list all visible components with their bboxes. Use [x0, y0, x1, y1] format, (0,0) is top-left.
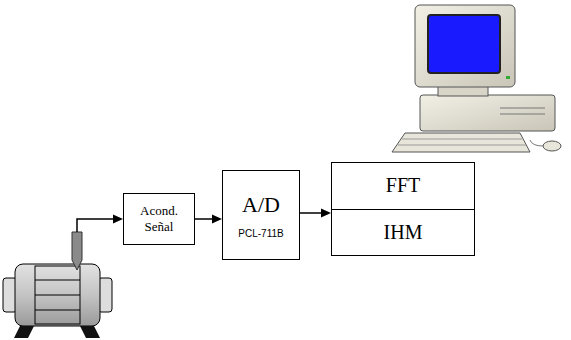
- converter-box: A/D PCL-711B: [222, 170, 300, 260]
- node-label: IHM: [332, 210, 474, 256]
- process-box: Acond. Señal: [123, 193, 195, 245]
- sensor-probe: [72, 215, 123, 271]
- motor-illustration: [3, 264, 112, 338]
- signal-arrow: [300, 209, 331, 218]
- signal-arrow: [195, 215, 222, 224]
- node-label: FFT: [332, 163, 474, 210]
- node-label: PCL-711B: [238, 227, 283, 240]
- computer-illustration: [392, 5, 561, 152]
- software-box: FFTIHM: [331, 162, 475, 256]
- node-label: Acond. Señal: [133, 203, 185, 235]
- node-label: A/D: [242, 191, 280, 219]
